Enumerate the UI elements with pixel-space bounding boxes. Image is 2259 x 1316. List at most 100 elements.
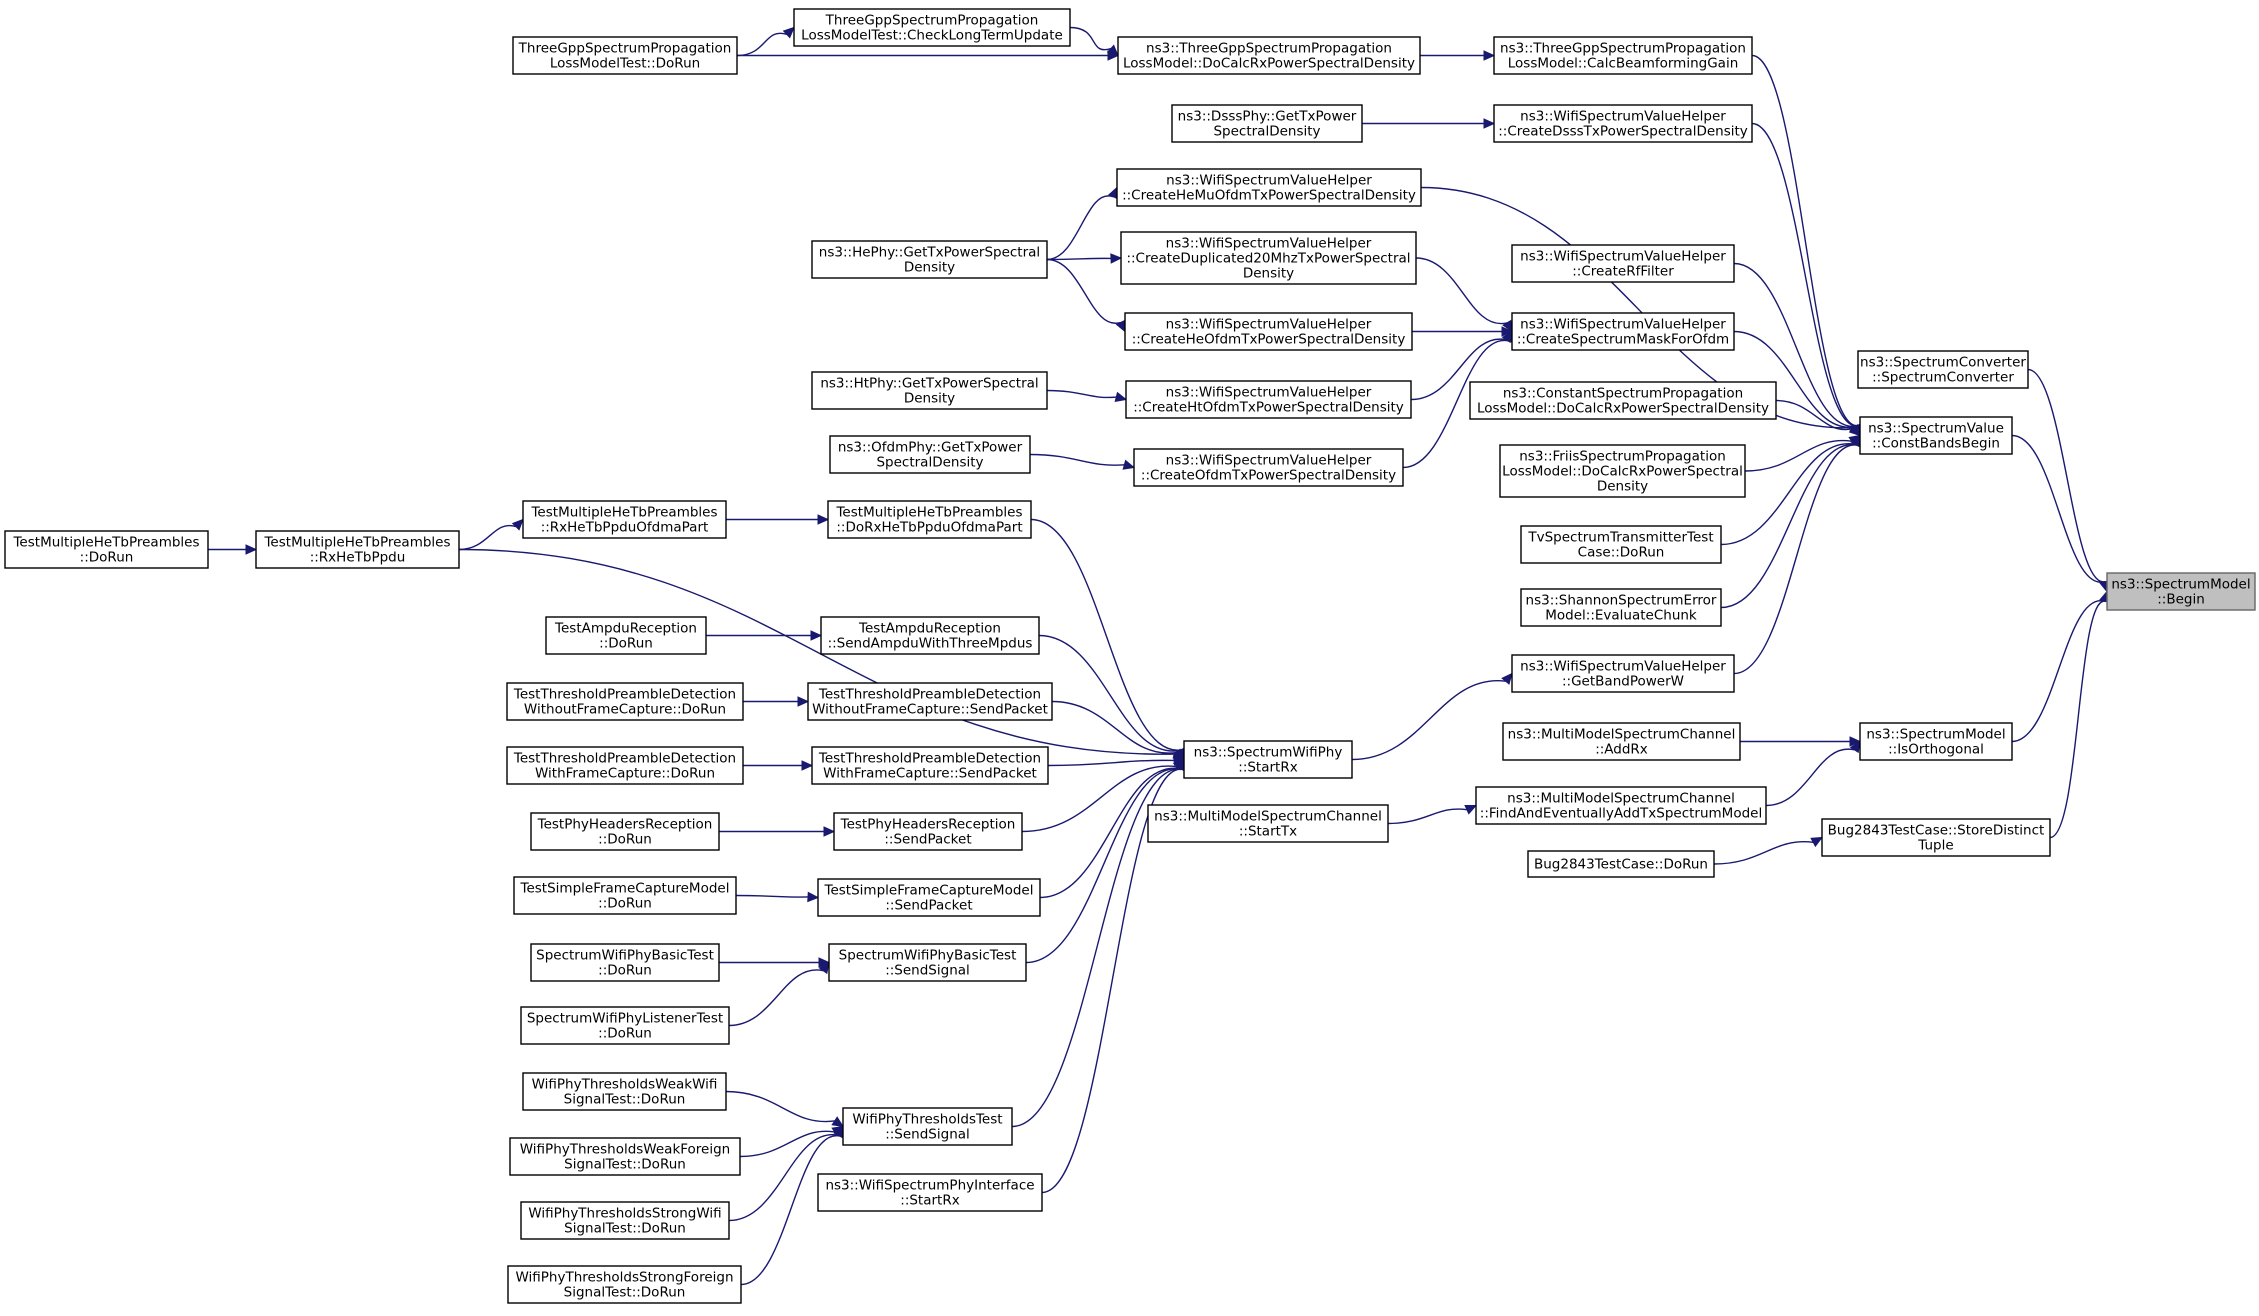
arrowhead <box>1464 804 1478 815</box>
node-label-line: ns3::SpectrumModel <box>2111 577 2250 593</box>
node-swb_send[interactable]: SpectrumWifiPhyBasicTest::SendSignal <box>828 943 1027 982</box>
node-mask[interactable]: ns3::WifiSpectrumValueHelper::CreateSpec… <box>1511 312 1735 351</box>
node-ampdu_run[interactable]: TestAmpduReception::DoRun <box>545 616 707 655</box>
edge-line <box>1041 768 1183 1194</box>
node-checklt[interactable]: ThreeGppSpectrumPropagationLossModelTest… <box>793 8 1071 47</box>
arrowhead <box>807 891 820 903</box>
node-findadd[interactable]: ns3::MultiModelSpectrumChannel::FindAndE… <box>1475 786 1767 825</box>
node-label-line: ns3::WifiSpectrumValueHelper <box>1520 249 1726 265</box>
node-tmhe_rxo[interactable]: TestMultipleHeTbPreambles::RxHeTbPpduOfd… <box>522 500 727 539</box>
node-hemu[interactable]: ns3::WifiSpectrumValueHelper::CreateHeMu… <box>1116 168 1422 207</box>
node-phyhdr_send[interactable]: TestPhyHeadersReception::SendPacket <box>833 812 1023 851</box>
node-label-line: LossModelTest::CheckLongTermUpdate <box>801 28 1063 44</box>
node-friis[interactable]: ns3::FriisSpectrumPropagationLossModel::… <box>1499 444 1746 498</box>
call-edge-wt_ww-to-wt_send <box>725 1090 845 1128</box>
call-edge-swl_run-to-swb_send <box>728 961 830 1027</box>
node-label-line: ns3::SpectrumConverter <box>1860 355 2026 371</box>
node-label-line: ns3::HePhy::GetTxPowerSpectral <box>819 245 1040 261</box>
arrowhead <box>1107 50 1120 61</box>
node-label-line: ns3::WifiSpectrumValueHelper <box>1166 236 1372 252</box>
node-box <box>520 1201 730 1240</box>
edge-line <box>1021 765 1177 833</box>
node-dssshelper[interactable]: ns3::WifiSpectrumValueHelper::CreateDsss… <box>1493 104 1753 143</box>
node-label-line: ::CreateHeOfdmTxPowerSpectralDensity <box>1132 332 1406 348</box>
call-edge-startrx-to-bandpower <box>1351 672 1513 761</box>
node-ofdmhelper[interactable]: ns3::WifiSpectrumValueHelper::CreateOfdm… <box>1133 448 1404 487</box>
node-tpd_w_send[interactable]: TestThresholdPreambleDetectionWithFrameC… <box>811 746 1049 785</box>
node-box <box>1511 654 1735 693</box>
node-phyhdr_run[interactable]: TestPhyHeadersReception::DoRun <box>530 812 720 851</box>
node-htofdm[interactable]: ns3::WifiSpectrumValueHelper::CreateHtOf… <box>1125 380 1412 419</box>
edge-line <box>1720 443 1856 546</box>
node-wt_ww[interactable]: WifiPhyThresholdsWeakWifiSignalTest::DoR… <box>522 1072 727 1111</box>
node-swb_run[interactable]: SpectrumWifiPhyBasicTest::DoRun <box>530 943 720 982</box>
node-label-line: ::CreateDuplicated20MhzTxPowerSpectral <box>1126 251 1410 267</box>
node-wt_sf[interactable]: WifiPhyThresholdsStrongForeignSignalTest… <box>507 1265 742 1304</box>
arrowhead <box>245 544 258 555</box>
node-rffilter[interactable]: ns3::WifiSpectrumValueHelper::CreateRfFi… <box>1511 244 1735 283</box>
edge-line <box>1733 330 1856 428</box>
node-tpd_wo_send[interactable]: TestThresholdPreambleDetectionWithoutFra… <box>807 682 1053 721</box>
node-label-line: ::AddRx <box>1595 742 1648 758</box>
node-wspi[interactable]: ns3::WifiSpectrumPhyInterface::StartRx <box>817 1173 1043 1212</box>
node-box <box>1125 380 1412 419</box>
node-constprop[interactable]: ns3::ConstantSpectrumPropagationLossMode… <box>1469 381 1777 420</box>
node-label-line: WithoutFrameCapture::DoRun <box>524 702 726 718</box>
node-box <box>255 530 460 569</box>
node-isorth[interactable]: ns3::SpectrumModel::IsOrthogonal <box>1859 722 2013 761</box>
call-edge-cbb-to-begin <box>2011 434 2110 593</box>
node-tmhe_rx[interactable]: TestMultipleHeTbPreambles::RxHeTbPpdu <box>255 530 460 569</box>
node-box <box>506 746 744 785</box>
node-box <box>1857 350 2029 389</box>
node-ampdu_send[interactable]: TestAmpduReception::SendAmpduWithThreeMp… <box>820 616 1040 655</box>
node-label-line: LossModel::DoCalcRxPowerSpectralDensity <box>1477 401 1769 417</box>
node-bugrun[interactable]: Bug2843TestCase::DoRun <box>1527 850 1715 878</box>
arrowhead <box>823 826 836 837</box>
node-tpd_wo_run[interactable]: TestThresholdPreambleDetectionWithoutFra… <box>506 682 744 721</box>
node-swl_run[interactable]: SpectrumWifiPhyListenerTest::DoRun <box>520 1006 730 1045</box>
node-label-line: ns3::ConstantSpectrumPropagation <box>1503 386 1743 402</box>
node-box <box>828 943 1027 982</box>
call-edge-constprop-to-cbb <box>1775 399 1861 437</box>
node-tgpprun[interactable]: ThreeGppSpectrumPropagationLossModelTest… <box>512 36 738 75</box>
node-startrx[interactable]: ns3::SpectrumWifiPhy::StartRx <box>1183 740 1353 779</box>
node-sfc_run[interactable]: TestSimpleFrameCaptureModel::DoRun <box>513 876 737 915</box>
node-box <box>807 682 1053 721</box>
edge-line <box>1415 257 1508 325</box>
node-tmhe_dorx[interactable]: TestMultipleHeTbPreambles::DoRxHeTbPpduO… <box>827 500 1032 539</box>
arrowhead <box>818 957 831 968</box>
node-shannon[interactable]: ns3::ShannonSpectrumErrorModel::Evaluate… <box>1520 588 1722 627</box>
node-heofdm[interactable]: ns3::WifiSpectrumValueHelper::CreateHeOf… <box>1124 312 1413 351</box>
edge-line <box>1420 186 1854 429</box>
node-box <box>513 876 737 915</box>
node-wt_wf[interactable]: WifiPhyThresholdsWeakForeignSignalTest::… <box>509 1137 741 1176</box>
node-mmstarttx[interactable]: ns3::MultiModelSpectrumChannel::StartTx <box>1147 804 1389 843</box>
node-box <box>842 1107 1013 1146</box>
node-tmhe_run[interactable]: TestMultipleHeTbPreambles::DoRun <box>4 530 209 569</box>
node-bandpower[interactable]: ns3::WifiSpectrumValueHelper::GetBandPow… <box>1511 654 1735 693</box>
node-wt_send[interactable]: WifiPhyThresholdsTest::SendSignal <box>842 1107 1013 1146</box>
edge-line <box>1025 768 1181 964</box>
node-box <box>1493 36 1753 75</box>
node-wt_sw[interactable]: WifiPhyThresholdsStrongWifiSignalTest::D… <box>520 1201 730 1240</box>
node-label-line: TestSimpleFrameCaptureModel <box>520 881 730 897</box>
node-dup20[interactable]: ns3::WifiSpectrumValueHelper::CreateDupl… <box>1120 231 1417 285</box>
node-label-line: Tuple <box>1917 838 1953 854</box>
node-label-line: TestPhyHeadersReception <box>537 817 713 833</box>
node-tpd_w_run[interactable]: TestThresholdPreambleDetectionWithFrameC… <box>506 746 744 785</box>
node-addrx[interactable]: ns3::MultiModelSpectrumChannel::AddRx <box>1502 722 1741 761</box>
node-label-line: ns3::WifiSpectrumValueHelper <box>1166 385 1372 401</box>
node-label-line: TestAmpduReception <box>554 621 697 637</box>
node-conv[interactable]: ns3::SpectrumConverter::SpectrumConverte… <box>1857 350 2029 389</box>
node-cbb[interactable]: ns3::SpectrumValue::ConstBandsBegin <box>1859 416 2013 455</box>
node-docalc3gpp[interactable]: ns3::ThreeGppSpectrumPropagationLossMode… <box>1117 36 1421 75</box>
node-calcbf[interactable]: ns3::ThreeGppSpectrumPropagationLossMode… <box>1493 36 1753 75</box>
call-edge-addrx-to-isorth <box>1740 736 1862 747</box>
node-sfc_send[interactable]: TestSimpleFrameCaptureModel::SendPacket <box>817 878 1041 917</box>
